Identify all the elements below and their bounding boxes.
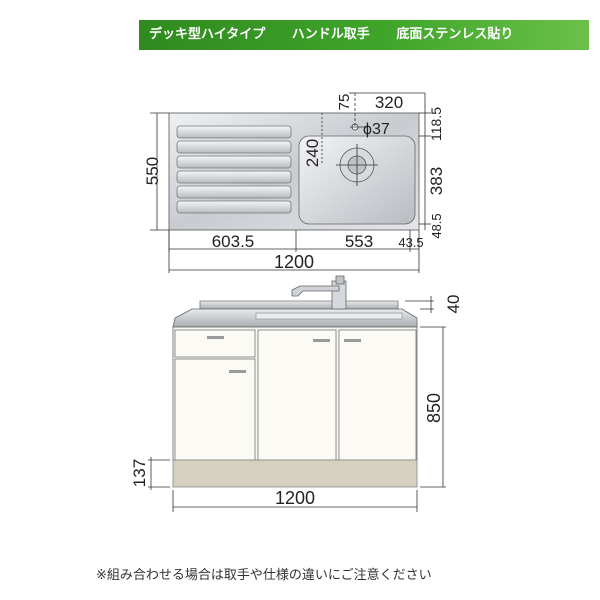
dim-hole-37: ϕ37	[363, 121, 390, 138]
drainboard-rib	[176, 140, 292, 154]
sink-opening	[255, 312, 403, 320]
right-door-handle	[344, 339, 361, 342]
dim-total-1200-front: 1200	[275, 488, 315, 508]
drainboard-rib	[176, 185, 292, 199]
drawer-handle	[207, 336, 224, 339]
dim-bowl-320: 320	[375, 93, 403, 112]
front-view-dimension-lines	[148, 296, 446, 512]
dim-height-850: 850	[424, 393, 444, 423]
drainboard-rib	[176, 125, 292, 139]
drainboard-rib	[176, 155, 292, 169]
dim-hole-240: 240	[303, 139, 322, 167]
banner-item-deck-type: デッキ型ハイタイプ	[149, 27, 266, 42]
drainboard	[176, 125, 292, 214]
dim-deck-40: 40	[444, 295, 463, 314]
top-view-labels: 550 320 75 ϕ37 240 118.5 383 48.5 603.5 …	[143, 93, 446, 272]
banner-item-stainless: 底面ステンレス貼り	[396, 27, 514, 42]
front-view-labels: 40 850 137 1200	[130, 295, 463, 508]
center-door-handle	[313, 339, 330, 342]
drainboard-rib	[176, 170, 292, 184]
sink-diagram: 550 320 75 ϕ37 240 118.5 383 48.5 603.5 …	[130, 92, 463, 512]
dim-front-48-5: 48.5	[429, 213, 444, 238]
dim-plinth-137: 137	[130, 459, 149, 487]
drawer	[174, 329, 256, 358]
left-door-handle	[229, 370, 246, 373]
banner-item-handle: ハンドル取手	[291, 27, 370, 42]
dim-back-118-5: 118.5	[428, 107, 444, 141]
dim-total-1200-top: 1200	[274, 252, 314, 272]
front-view	[172, 275, 418, 488]
dim-faucet-75: 75	[336, 94, 353, 111]
top-view	[150, 92, 431, 273]
dim-depth-550: 550	[143, 157, 162, 185]
plinth	[172, 459, 418, 488]
right-door	[338, 329, 417, 461]
caution-note: ※組み合わせる場合は取手や仕様の違いにご注意ください	[96, 568, 432, 583]
dim-right-43-5: 43.5	[398, 235, 423, 250]
faucet	[291, 275, 347, 310]
center-door	[257, 329, 337, 461]
left-door	[174, 358, 256, 461]
title-banner: デッキ型ハイタイプ ハンドル取手 底面ステンレス貼り	[139, 20, 589, 50]
dim-mid-553: 553	[345, 232, 373, 251]
drainboard-rib	[176, 200, 292, 214]
dim-left-603-5: 603.5	[212, 232, 255, 251]
countertop-deck	[199, 300, 399, 310]
dim-bowl-383: 383	[427, 167, 446, 195]
